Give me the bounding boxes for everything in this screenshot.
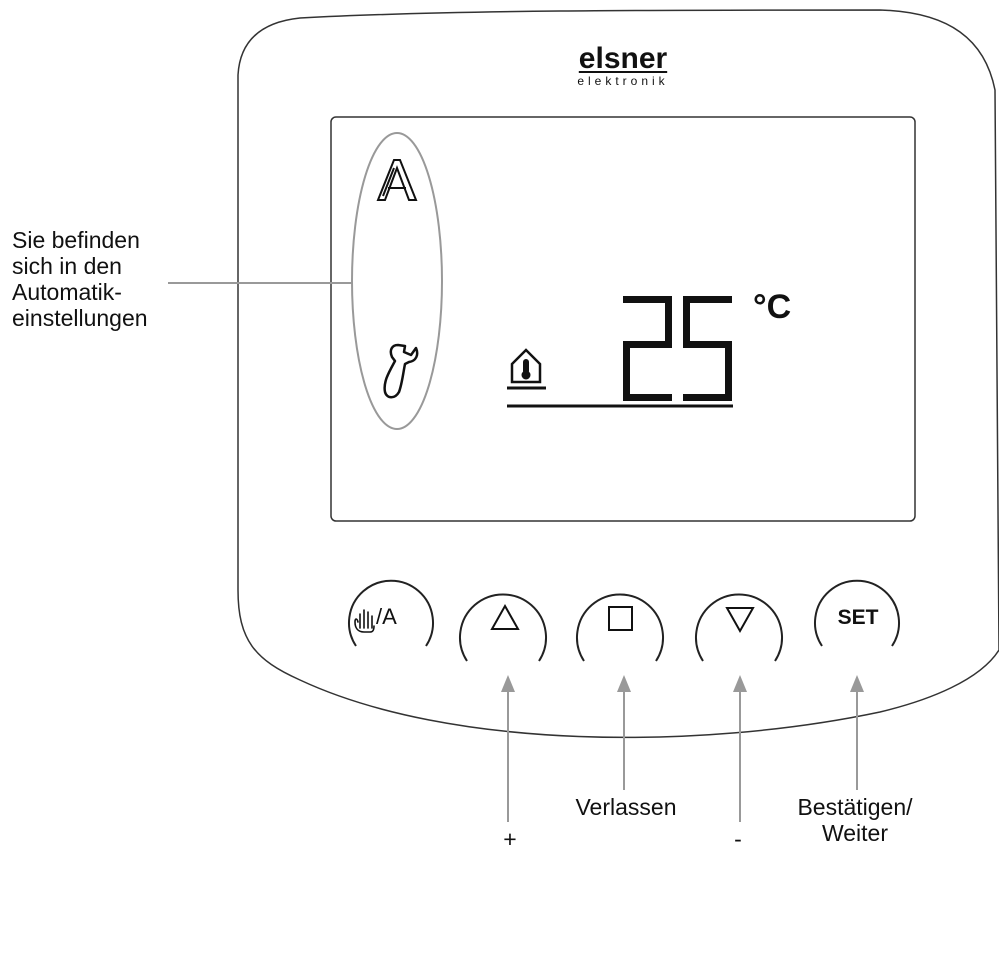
stop-button[interactable] (576, 593, 664, 662)
annotation-line-3: Automatik- (12, 279, 122, 305)
manual-auto-button-label: /A (376, 604, 397, 629)
confirm-label: Bestätigen/ Weiter (780, 794, 930, 846)
automatic-mode-icon (376, 159, 418, 201)
confirm-label-line-1: Bestätigen/ (797, 794, 913, 820)
triangle-down-icon (725, 607, 755, 634)
set-button[interactable] (814, 579, 900, 647)
mode-highlight-ellipse (351, 132, 443, 430)
brand-logo: elsner elektronik (563, 42, 683, 89)
brand-subtitle: elektronik (577, 74, 669, 88)
minus-label: - (734, 826, 742, 852)
square-icon (608, 606, 633, 631)
temperature-unit: °C (753, 288, 792, 326)
down-button[interactable] (695, 593, 783, 662)
up-button[interactable] (459, 593, 547, 662)
settings-wrench-icon (383, 343, 419, 399)
exit-label: Verlassen (575, 794, 677, 820)
button-leader-arrows (501, 675, 864, 822)
hand-icon (354, 609, 375, 633)
plus-label: + (503, 826, 517, 852)
temperature-digit-5 (683, 296, 732, 401)
triangle-up-icon (490, 603, 520, 630)
display-screen (330, 116, 916, 522)
set-button-label: SET (837, 606, 879, 629)
automatic-settings-annotation: Sie befinden sich in den Automatik- eins… (12, 227, 212, 331)
temperature-digit-2 (623, 296, 672, 401)
brand-name: elsner (578, 42, 668, 75)
annotation-line-2: sich in den (12, 253, 122, 279)
manual-auto-button[interactable] (348, 579, 434, 647)
temperature-value: 25 (640, 420, 641, 421)
annotation-line-1: Sie befinden (12, 227, 140, 253)
indoor-temperature-icon (507, 348, 546, 390)
annotation-line-4: einstellungen (12, 305, 148, 331)
confirm-label-line-2: Weiter (821, 820, 889, 846)
